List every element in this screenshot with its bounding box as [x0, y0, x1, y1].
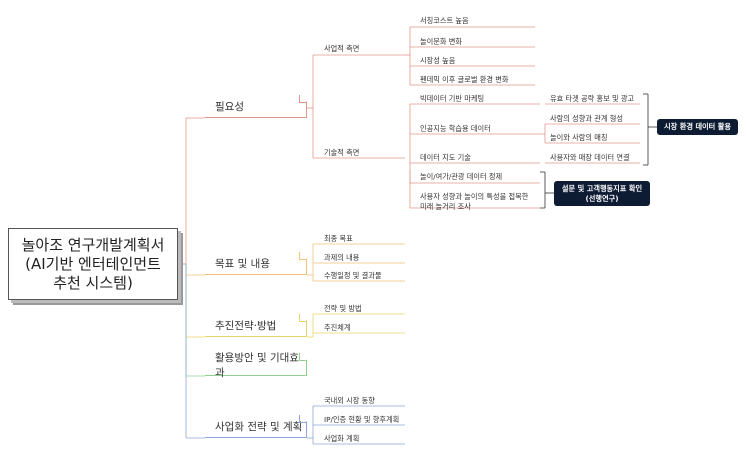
business-item[interactable]: 시장성 높음 — [420, 56, 456, 65]
section-effects[interactable]: 활용방안 및 기대효과 — [205, 352, 307, 379]
commercial-item[interactable]: 국내외 시장 동향 — [324, 396, 375, 405]
tech-item[interactable]: 데이터 지도 기술 — [420, 153, 471, 162]
tech-subitem[interactable]: 유효 타겟 공략 홍보 및 광고 — [550, 94, 635, 103]
tech-aspect-label[interactable]: 기술적 측면 — [324, 148, 360, 157]
tech-subitem[interactable]: 놀이와 사람의 매칭 — [550, 133, 608, 142]
business-item[interactable]: 놀이문화 변화 — [420, 37, 462, 46]
section-necessity[interactable]: 필요성 — [205, 95, 307, 118]
market-data-badge[interactable]: 시장 환경 데이터 활용 — [657, 119, 738, 135]
commercial-item[interactable]: IP/인증 현황 및 향후계획 — [324, 415, 400, 424]
commercial-item[interactable]: 사업화 계획 — [324, 434, 360, 443]
survey-item[interactable]: 사용자 성향과 놀이의 특성을 접목한 미래 놀거리 조사 — [420, 192, 529, 211]
survey-badge[interactable]: 설문 및 고객행동지표 확인 (선행연구) — [554, 181, 650, 206]
goals-item[interactable]: 최종 목표 — [324, 234, 353, 243]
strategy-item[interactable]: 전략 및 방법 — [324, 304, 362, 313]
section-commercialization-label: 사업화 전략 및 계획 — [215, 421, 303, 433]
section-goals[interactable]: 목표 및 내용 — [205, 252, 307, 275]
section-commercialization[interactable]: 사업화 전략 및 계획 — [205, 415, 307, 438]
goals-item[interactable]: 과제의 내용 — [324, 253, 360, 262]
strategy-item[interactable]: 추진체계 — [324, 323, 351, 332]
section-goals-label: 목표 및 내용 — [215, 258, 270, 270]
business-aspect-label[interactable]: 사업적 측면 — [324, 44, 360, 53]
goals-item[interactable]: 수행일정 및 결과물 — [324, 271, 382, 280]
section-necessity-label: 필요성 — [215, 101, 244, 113]
business-item[interactable]: 서칭코스트 높음 — [420, 16, 469, 25]
section-strategy[interactable]: 추진전략·방법 — [205, 314, 307, 337]
section-effects-label: 활용방안 및 기대효과 — [215, 351, 299, 379]
tech-item[interactable]: 빅데이터 기반 마케팅 — [420, 94, 485, 103]
root-node[interactable]: 놀아조 연구개발계획서 (AI기반 엔터테인먼트 추천 시스템) — [8, 228, 178, 300]
tech-item[interactable]: 인공지능 학습용 데이터 — [420, 124, 491, 133]
tech-subitem[interactable]: 사람의 성향과 관계 형성 — [550, 114, 623, 123]
section-strategy-label: 추진전략·방법 — [215, 320, 277, 332]
survey-item[interactable]: 놀이/여가/관광 데이터 정제 — [420, 172, 503, 181]
business-item[interactable]: 펜데믹 이후 글로벌 환경 변화 — [420, 75, 509, 84]
tech-subitem[interactable]: 사용자와 매장 데이터 연결 — [550, 153, 630, 162]
